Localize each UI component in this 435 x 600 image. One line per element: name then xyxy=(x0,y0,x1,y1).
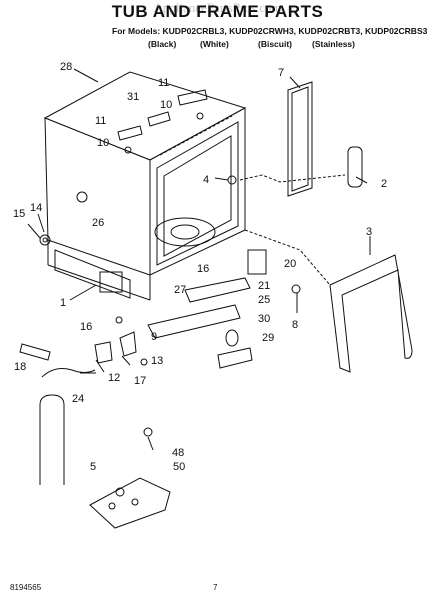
callout: 3 xyxy=(366,226,372,238)
callout: 1 xyxy=(60,297,66,309)
models-line: For Models: KUDP02CRBL3, KUDP02CRWH3, KU… xyxy=(112,26,428,36)
shield-25 xyxy=(147,304,241,339)
callout: 16 xyxy=(80,321,92,333)
callout: 12 xyxy=(108,372,120,384)
callout: 10 xyxy=(160,99,172,111)
callout: 31 xyxy=(127,91,139,103)
callout: 26 xyxy=(92,217,104,229)
hose-5 xyxy=(39,394,65,485)
callout: 13 xyxy=(151,355,163,367)
callout: 18 xyxy=(14,361,26,373)
callout: 4 xyxy=(203,174,209,186)
callout-labels: 28 31 11 10 11 10 7 4 2 26 15 14 3 16 20… xyxy=(13,61,387,473)
callout: 29 xyxy=(262,332,274,344)
callout: 27 xyxy=(174,284,186,296)
color-white: (White) xyxy=(200,39,229,49)
callout: 25 xyxy=(258,294,270,306)
callout: 17 xyxy=(134,375,146,387)
color-stainless: (Stainless) xyxy=(312,39,355,49)
callout: 48 xyxy=(172,447,184,459)
callout: 7 xyxy=(278,67,284,79)
page-title: TUB AND FRAME PARTS xyxy=(111,2,324,21)
part-18 xyxy=(19,343,51,361)
callout: 30 xyxy=(258,313,270,325)
door-gasket xyxy=(287,81,313,197)
watermark: AppliancePartsPros.com xyxy=(153,0,282,15)
bracket-11-top xyxy=(177,89,208,106)
color-black: (Black) xyxy=(148,39,177,49)
part-17 xyxy=(94,341,113,364)
bracket-31 xyxy=(147,111,171,127)
color-biscuit: (Biscuit) xyxy=(258,39,292,49)
callout: 5 xyxy=(90,461,96,473)
tub-assembly xyxy=(43,71,247,301)
callout: 28 xyxy=(60,61,72,73)
part-9 xyxy=(119,331,137,357)
callout: 21 xyxy=(258,280,270,292)
callout: 8 xyxy=(292,319,298,331)
callout: 20 xyxy=(284,258,296,270)
callout: 16 xyxy=(197,263,209,275)
page-number: 7 xyxy=(213,583,218,592)
callout: 11 xyxy=(95,115,106,127)
callout: 11 xyxy=(158,77,169,89)
callout: 14 xyxy=(30,202,42,214)
parts-bag-50 xyxy=(89,477,171,529)
doc-number: 8194565 xyxy=(10,583,42,592)
callout: 15 xyxy=(13,208,25,220)
part-2 xyxy=(347,146,363,188)
tub-gasket xyxy=(329,254,413,373)
callout: 10 xyxy=(97,137,109,149)
callout: 24 xyxy=(72,393,84,405)
callout: 50 xyxy=(173,461,185,473)
bracket-11-left xyxy=(117,125,143,141)
callout: 9 xyxy=(151,331,157,343)
callout: 2 xyxy=(381,178,387,190)
